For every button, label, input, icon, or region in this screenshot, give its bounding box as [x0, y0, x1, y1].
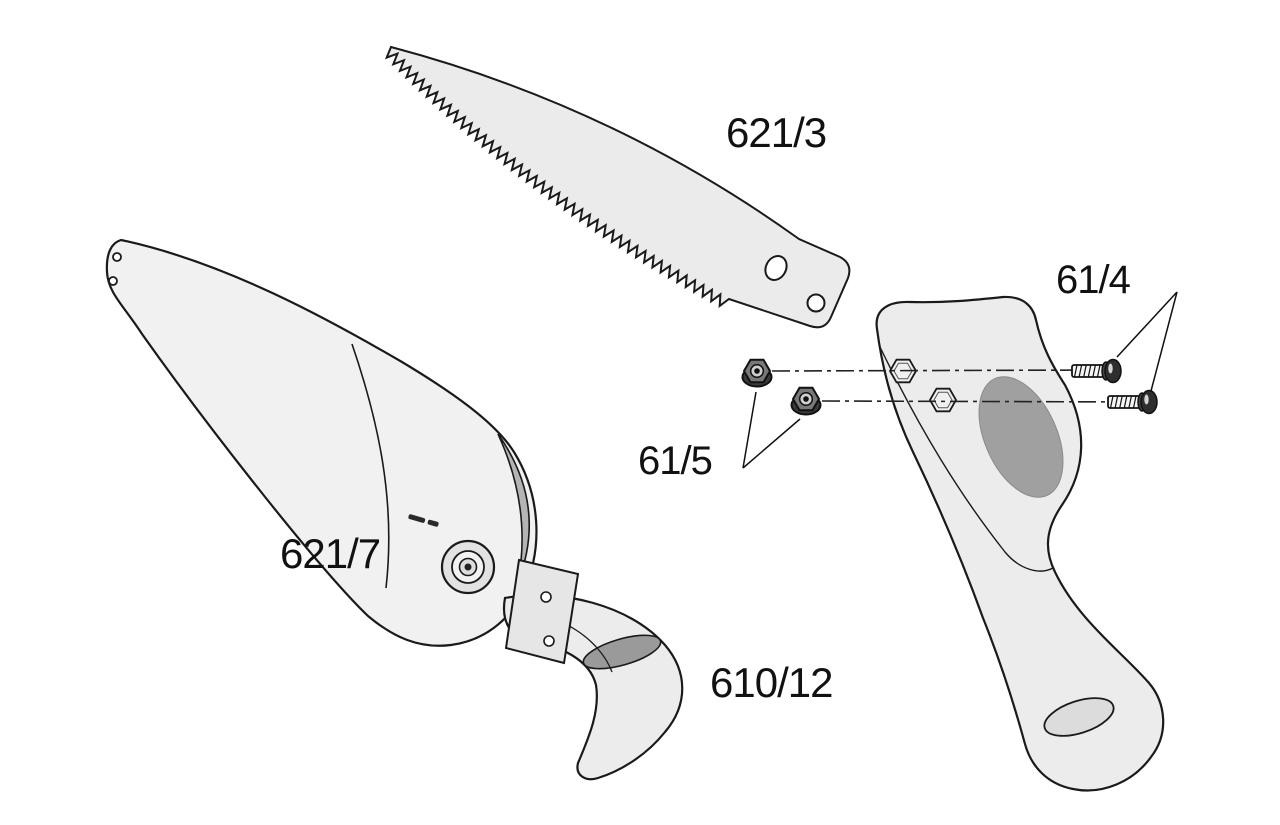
leader-line-screws — [1116, 291, 1178, 392]
handle-lanyard-hole — [1043, 697, 1115, 737]
part-label-screws: 61/4 — [1056, 258, 1131, 302]
lock-plate-body — [504, 558, 580, 665]
center-line — [771, 369, 1107, 372]
scabbard-body — [105, 238, 538, 647]
scabbard-seam-line — [351, 343, 390, 589]
molded-marking — [408, 514, 439, 527]
scabbard-tip-hole — [112, 252, 122, 262]
lock-plate — [504, 558, 580, 665]
saw-blade-outline — [384, 45, 851, 329]
belt-clip-slot — [582, 634, 662, 670]
lock-plate-hole — [540, 591, 552, 603]
hex-boss — [928, 387, 958, 413]
screw — [1107, 389, 1158, 415]
screw — [1071, 358, 1122, 384]
scabbard-tip-hole — [108, 276, 118, 286]
part-label-nuts: 61/5 — [638, 439, 713, 483]
pivot-bolt — [440, 539, 496, 595]
flange-nut — [790, 386, 822, 416]
handle — [875, 295, 1165, 792]
handle-body — [875, 295, 1165, 792]
leader-line-nuts — [742, 391, 801, 469]
handle-grip-inset — [978, 376, 1064, 498]
center-line — [821, 400, 1149, 403]
blade-mounting-hole — [764, 255, 788, 281]
saw-blade — [384, 45, 851, 329]
flange-nut — [741, 358, 773, 388]
lock-plate-hole — [543, 635, 555, 647]
blade-mounting-hole — [806, 293, 826, 313]
part-label-scabbard: 621/7 — [280, 530, 381, 577]
part-label-clip: 610/12 — [710, 659, 833, 706]
handle-contour-line — [879, 346, 1054, 572]
part-label-blade: 621/3 — [726, 109, 827, 156]
